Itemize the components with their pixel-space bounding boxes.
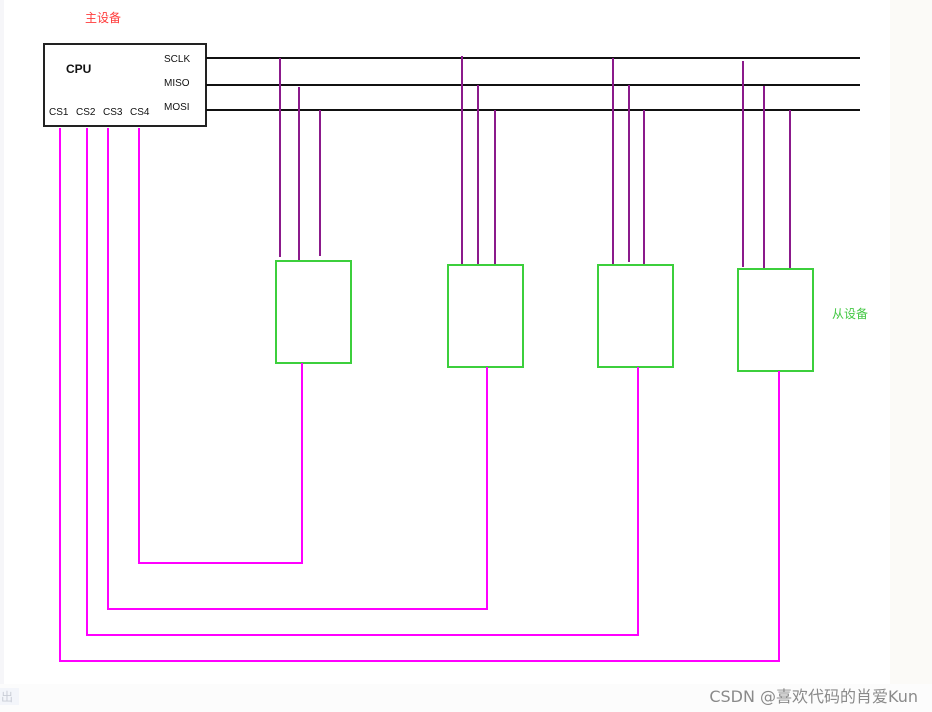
left-edge xyxy=(0,0,4,712)
bottom-margin xyxy=(0,684,932,712)
cs2-line xyxy=(86,128,639,636)
pin-cs1: CS1 xyxy=(49,107,69,118)
pin-cs3: CS3 xyxy=(103,107,123,118)
slave-box-1 xyxy=(275,260,352,364)
slave-box-2 xyxy=(447,264,524,368)
slave-box-4 xyxy=(737,268,814,372)
pin-cs2: CS2 xyxy=(76,107,96,118)
cs1-line xyxy=(59,128,780,662)
cpu-label: CPU xyxy=(66,62,91,76)
pin-mosi: MOSI xyxy=(164,102,190,113)
cs3-line xyxy=(107,128,488,610)
watermark: CSDN @喜欢代码的肖爱Kun xyxy=(709,687,918,706)
slave-box-3 xyxy=(597,264,674,368)
right-margin xyxy=(890,0,932,690)
slave-title: 从设备 xyxy=(832,307,868,321)
cs4-line xyxy=(138,128,303,564)
master-title: 主设备 xyxy=(85,11,121,25)
cpu-box xyxy=(43,43,207,127)
pin-cs4: CS4 xyxy=(130,107,150,118)
side-glyph: 出 xyxy=(0,688,20,705)
pin-sclk: SCLK xyxy=(164,54,190,65)
pin-miso: MISO xyxy=(164,78,190,89)
